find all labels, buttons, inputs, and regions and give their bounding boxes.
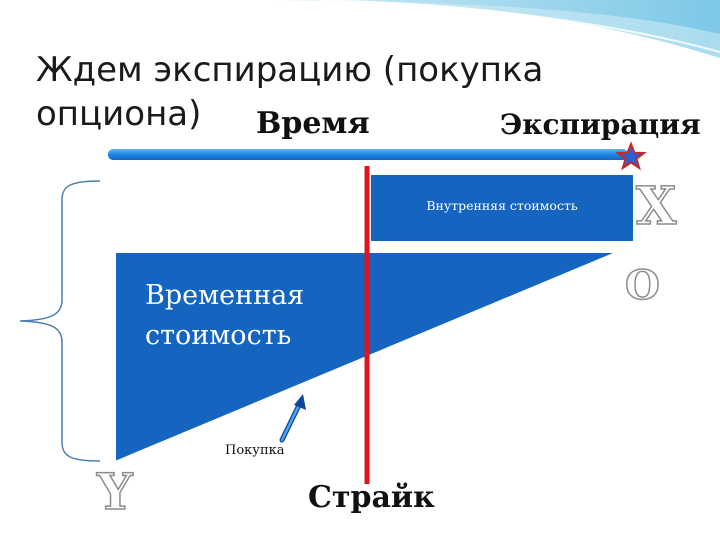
expiration-label: Экспирация: [500, 108, 701, 141]
header-wave-back: [0, 0, 720, 58]
purchase-label: Покупка: [225, 443, 285, 458]
intrinsic-value-label: Внутренняя стоимость: [426, 198, 578, 213]
marker-y: Y: [96, 461, 133, 522]
header-wave-line: [319, 0, 720, 53]
time-value-label: Временная стоимость: [145, 280, 305, 351]
marker-o: O: [624, 261, 660, 310]
intrinsic-value-rect: [369, 173, 635, 243]
time-label: Время: [256, 106, 370, 141]
page-title: Ждем экспирацию (покупка опциона): [36, 50, 544, 134]
star-icon: [615, 141, 647, 171]
time-arrow: [108, 149, 628, 160]
header-wave-front: [230, 0, 720, 34]
curly-brace: [19, 180, 101, 462]
strike-label: Страйк: [308, 480, 435, 515]
marker-x: X: [635, 175, 677, 238]
arrow-up-right-icon: [279, 394, 306, 443]
